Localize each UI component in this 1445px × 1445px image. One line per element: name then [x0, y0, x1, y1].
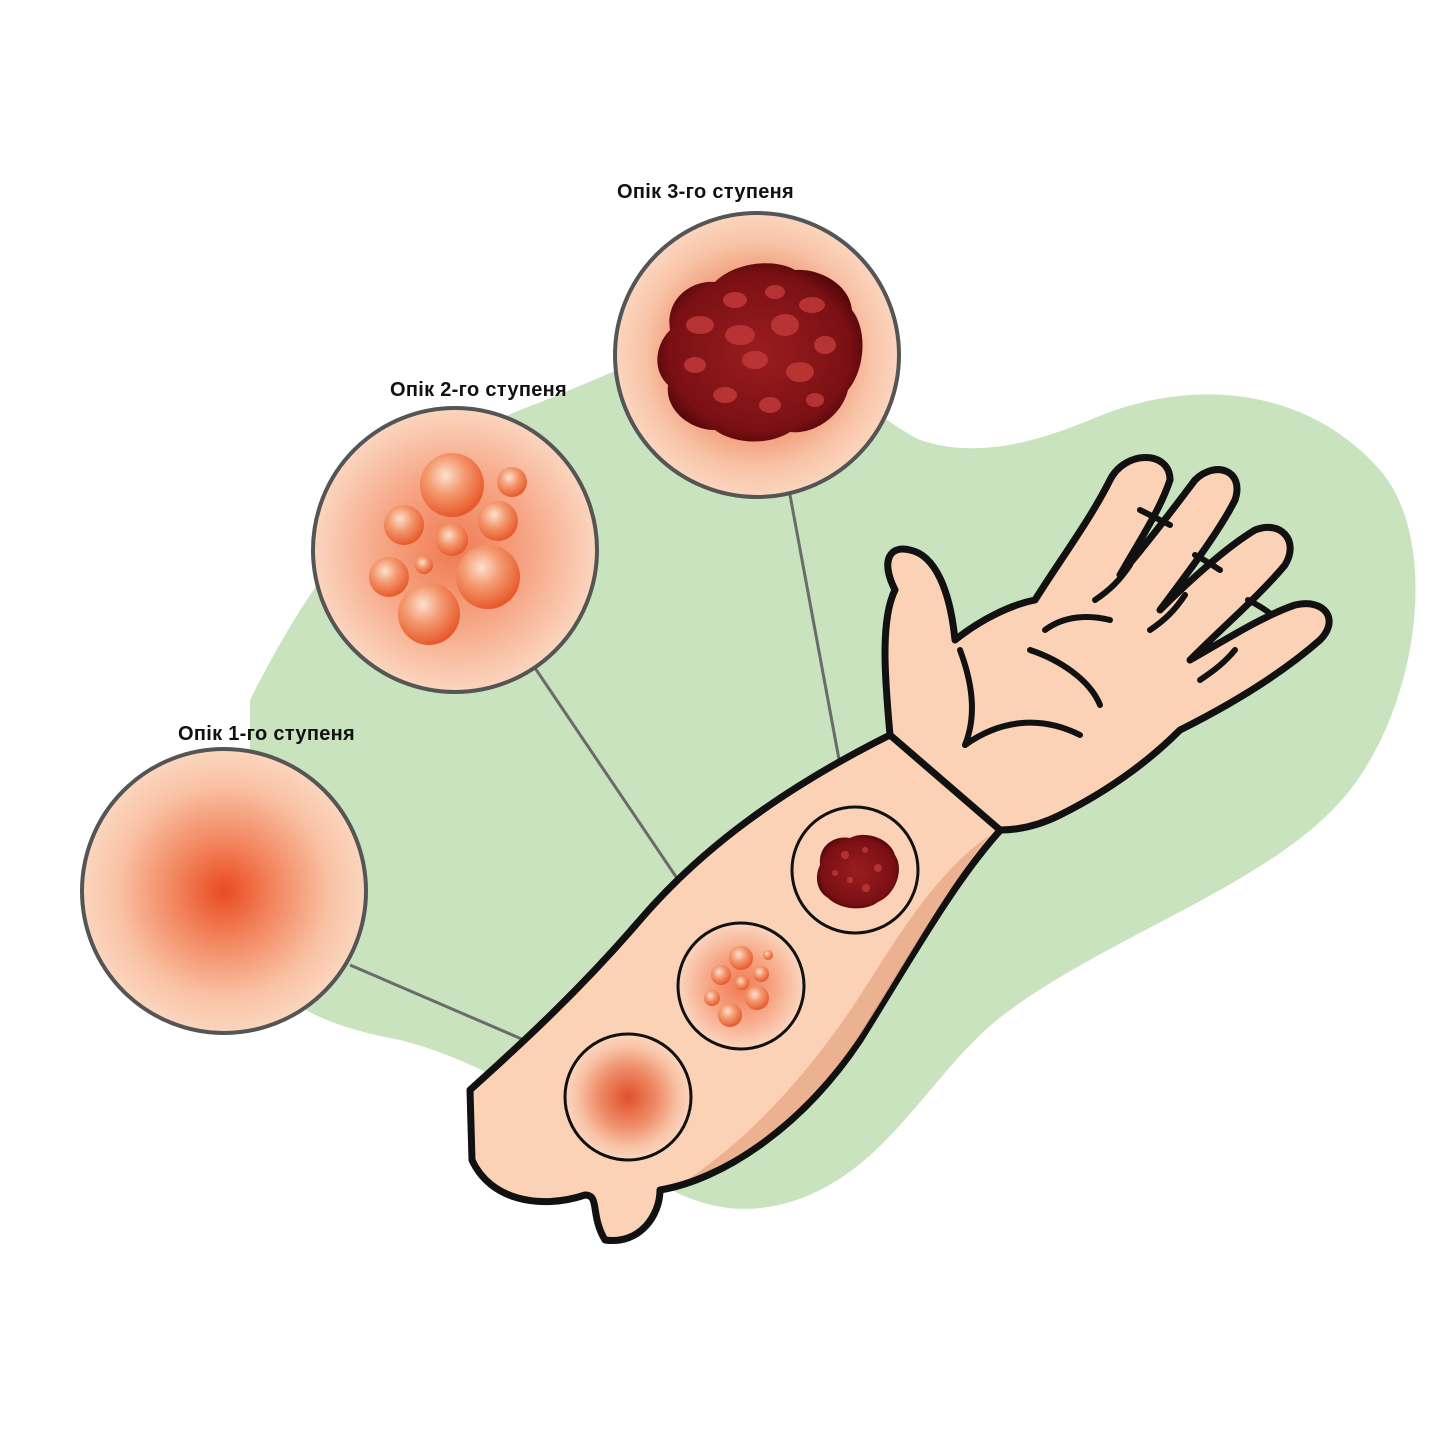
- arm-illustration: [466, 454, 1333, 1244]
- circle-degree-3: [613, 211, 901, 499]
- forearm-shadow: [690, 835, 990, 1178]
- circle-degree-2: [311, 406, 599, 694]
- arm-burn-1: [563, 1032, 693, 1162]
- label-degree-1: Опік 1-го ступеня: [178, 723, 355, 745]
- connector-3: [788, 494, 850, 809]
- palm-lines: [957, 507, 1275, 748]
- hand: [881, 454, 1333, 834]
- arm-burn-3: [790, 805, 920, 935]
- circle-degree-1: [80, 747, 368, 1035]
- arm-burn-2: [676, 921, 806, 1051]
- label-degree-2: Опік 2-го ступеня: [390, 379, 567, 401]
- label-degree-3: Опік 3-го ступеня: [617, 181, 794, 203]
